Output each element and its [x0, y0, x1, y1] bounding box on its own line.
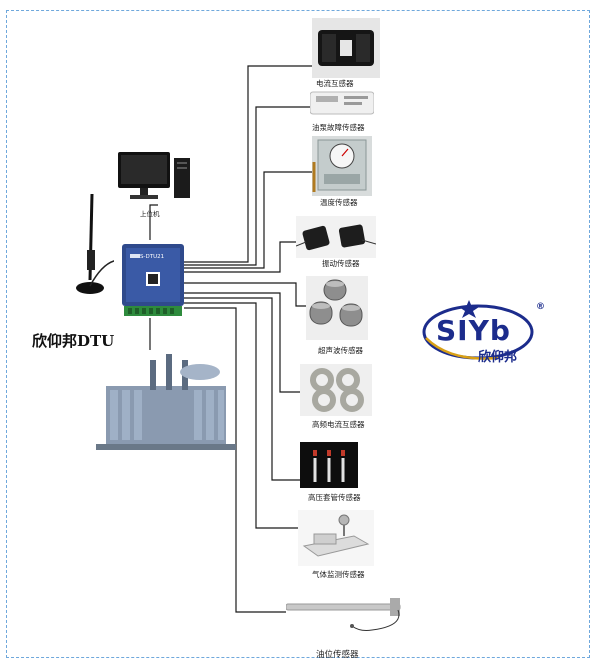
sensor-label-oil-pump-fault: 油泵故障传感器 — [312, 123, 365, 132]
wire-temperature — [184, 171, 312, 269]
sensor-label-hv-bushing: 高压套管传感器 — [308, 493, 361, 502]
hv-bushing-sensor-icon — [300, 442, 358, 488]
wire-hv-bushing — [184, 297, 300, 481]
wire-host — [149, 204, 158, 240]
sensor-label-current-transformer: 电流互感器 — [316, 79, 354, 88]
sensor-label-oil-level: 油位传感器 — [316, 650, 359, 660]
hf-current-transformer-icon — [300, 364, 372, 416]
oil-pump-fault-sensor-icon — [310, 91, 374, 115]
wire-vibration — [184, 241, 296, 273]
ultrasonic-sensor-icon — [306, 276, 368, 340]
diagram-frame — [6, 10, 590, 658]
dtu-device: S-DTU21 — [120, 240, 186, 320]
sensor-label-ultrasonic: 超声波传感器 — [318, 346, 363, 355]
wire-current-transformer — [184, 65, 312, 263]
antenna-icon — [76, 193, 114, 294]
oil-level-sensor-icon — [286, 598, 401, 631]
wire-hf-ct — [184, 292, 302, 393]
logo-name: 欣仰邦 — [478, 350, 518, 365]
dtu-caption: 欣仰邦DTU — [32, 332, 115, 350]
wire-ultrasonic — [184, 282, 306, 307]
siyb-logo: SIYb ® 欣仰邦 — [420, 298, 550, 370]
host-computer — [110, 150, 200, 206]
dtu-model: S-DTU21 — [140, 254, 165, 260]
current-transformer-icon — [312, 18, 380, 78]
sensor-label-temperature: 温度传感器 — [320, 198, 358, 207]
logo-registered: ® — [536, 302, 545, 312]
sensor-label-hf-current-transformer: 高频电流互感器 — [312, 420, 365, 429]
gas-monitor-sensor-icon — [298, 510, 374, 566]
logo-letters: SIYb — [436, 314, 511, 347]
power-transformer-icon — [96, 354, 236, 450]
dtu-icon — [122, 244, 184, 316]
monitor-icon — [118, 152, 190, 199]
host-label: 上位机 — [140, 210, 160, 218]
temperature-sensor-icon — [312, 136, 372, 196]
logo-swoosh-icon — [422, 300, 534, 360]
sensor-label-vibration: 振动传感器 — [322, 259, 360, 268]
wire-oil-pump — [184, 106, 312, 266]
wire-oil-level — [184, 307, 286, 613]
sensor-label-gas-monitor: 气体监测传感器 — [312, 570, 365, 579]
vibration-sensor-icon — [296, 216, 376, 258]
wire-gas — [184, 302, 298, 529]
